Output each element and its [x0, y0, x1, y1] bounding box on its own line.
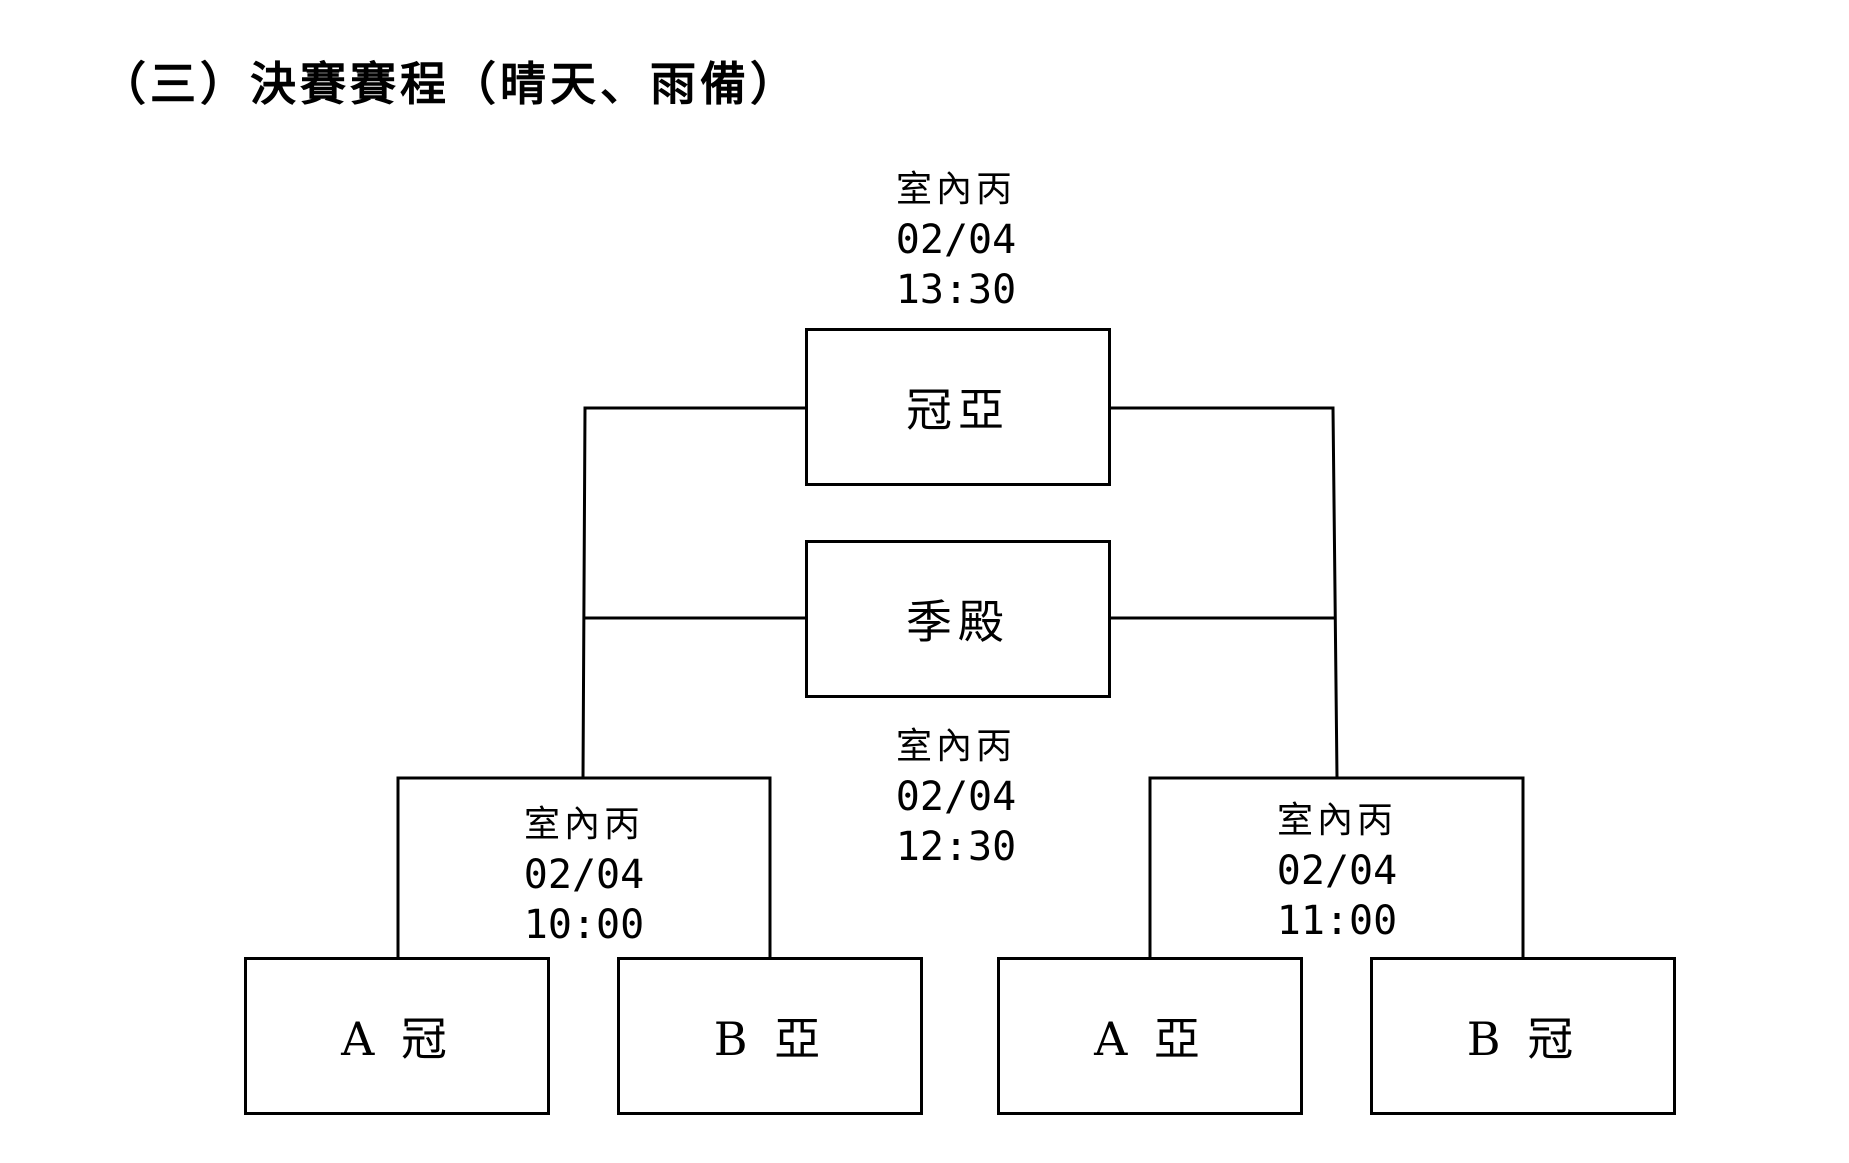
third-place-time: 12:30	[895, 824, 1017, 870]
semi-left-info: 室內丙 02/04 10:00	[484, 800, 684, 950]
semi-right-venue: 室內丙	[1276, 800, 1397, 841]
team-label: B 亞	[713, 1012, 827, 1066]
left-connector	[581, 406, 805, 779]
final-date: 02/04	[895, 217, 1017, 263]
final-label: 冠亞	[906, 383, 1010, 437]
third-place-info: 室內丙 02/04 12:30	[856, 722, 1056, 872]
final-venue: 室內丙	[895, 169, 1016, 210]
semi-left-time: 10:00	[523, 902, 645, 948]
final-time: 13:30	[895, 267, 1017, 313]
team-label: A 冠	[341, 1012, 453, 1066]
third-place-venue: 室內丙	[895, 726, 1016, 767]
semi-left-bracket	[396, 776, 772, 957]
semi-left-venue: 室內丙	[523, 804, 644, 845]
third-place-box: 季殿	[805, 540, 1111, 698]
final-box: 冠亞	[805, 328, 1111, 486]
team-box-a-champion: A 冠	[244, 957, 550, 1115]
semi-right-info: 室內丙 02/04 11:00	[1237, 796, 1437, 946]
third-place-date: 02/04	[895, 774, 1017, 820]
semi-right-bracket	[1148, 776, 1525, 957]
right-connector	[1111, 406, 1339, 779]
semi-left-date: 02/04	[523, 852, 645, 898]
team-label: A 亞	[1094, 1012, 1206, 1066]
semi-right-time: 11:00	[1276, 898, 1398, 944]
semi-right-date: 02/04	[1276, 848, 1398, 894]
page-title: （三）決賽賽程（晴天、雨備）	[100, 57, 800, 111]
final-info: 室內丙 02/04 13:30	[856, 165, 1056, 315]
team-box-b-champion: B 冠	[1370, 957, 1676, 1115]
team-label: B 冠	[1466, 1012, 1580, 1066]
team-box-a-runner-up: A 亞	[997, 957, 1303, 1115]
third-place-label: 季殿	[906, 595, 1010, 649]
team-box-b-runner-up: B 亞	[617, 957, 923, 1115]
